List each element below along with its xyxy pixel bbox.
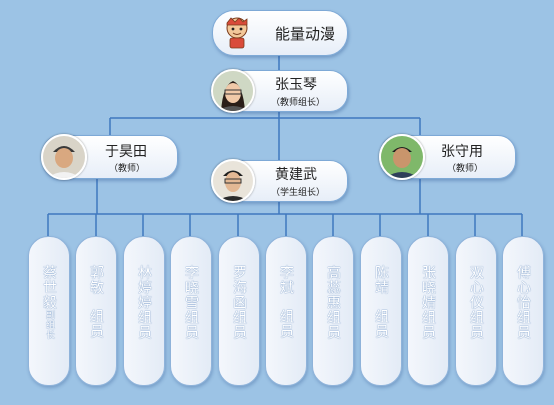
teacher-right-role: （教师） [447, 164, 484, 174]
teacher-left-role: （教师） [109, 164, 146, 174]
member-name: 林婷婷 [136, 265, 152, 310]
member-role: 组员 [420, 310, 436, 340]
avatar [379, 134, 425, 180]
member-card: 陈靖组员 [360, 236, 402, 386]
member-card: 傅心怡组员 [502, 236, 544, 386]
leader-box: 张玉琴 （教师组长） [211, 69, 348, 113]
member-name: 高蕊惠 [325, 265, 341, 310]
member-role: 组员 [373, 309, 389, 339]
avatar [41, 134, 87, 180]
member-card: 高蕊惠组员 [312, 236, 354, 386]
teacher-left-name: 于昊田 [105, 144, 147, 160]
member-name: 陈靖 [373, 265, 389, 295]
student-leader-name: 黄建武 [275, 167, 317, 183]
teacher-right-name: 张守用 [441, 144, 483, 160]
leader-role: （教师组长） [271, 98, 326, 108]
leader-name: 张玉琴 [275, 77, 317, 93]
member-card: 罗海函组员 [218, 236, 260, 386]
member-text: 双心仪组员 [456, 265, 496, 375]
mascot-icon [221, 15, 253, 49]
member-text: 郭敏组员 [76, 265, 116, 375]
avatar [211, 69, 255, 113]
member-role: 组员 [468, 310, 484, 340]
avatar [211, 159, 255, 203]
member-card: 郭敏组员 [75, 236, 117, 386]
member-role: 组员 [325, 310, 341, 340]
member-card: 林婷婷组员 [123, 236, 165, 386]
member-text: 林婷婷组员 [124, 265, 164, 375]
member-card: 张晓婧组员 [407, 236, 449, 386]
student-leader-role: （学生组长） [271, 188, 326, 198]
member-role: 副组长 [44, 310, 54, 340]
member-text: 蔡世毅副组长 [29, 265, 69, 375]
member-name: 蔡世毅 [41, 265, 57, 310]
project-title: 能量动漫 [275, 25, 336, 43]
member-text: 张晓婧组员 [408, 265, 448, 375]
member-role: 组员 [515, 310, 531, 340]
member-name: 傅心怡 [515, 265, 531, 310]
member-role: 组员 [88, 309, 104, 339]
teacher-right-box: 张守用 （教师） [379, 134, 516, 180]
member-name: 郭敏 [88, 265, 104, 295]
member-name: 李晓雪 [183, 265, 199, 310]
member-card: 李斌组员 [265, 236, 307, 386]
student-leader-box: 黄建武 （学生组长） [211, 159, 348, 203]
member-card: 双心仪组员 [455, 236, 497, 386]
member-text: 陈靖组员 [361, 265, 401, 375]
member-role: 组员 [278, 309, 294, 339]
member-card: 李晓雪组员 [170, 236, 212, 386]
member-name: 张晓婧 [420, 265, 436, 310]
member-text: 李晓雪组员 [171, 265, 211, 375]
member-text: 傅心怡组员 [503, 265, 543, 375]
member-role: 组员 [183, 310, 199, 340]
member-text: 高蕊惠组员 [313, 265, 353, 375]
member-name: 双心仪 [468, 265, 484, 310]
member-role: 组员 [231, 310, 247, 340]
member-role: 组员 [136, 310, 152, 340]
member-name: 李斌 [278, 265, 294, 295]
member-card: 蔡世毅副组长 [28, 236, 70, 386]
title-box: 能量动漫 [212, 10, 348, 56]
member-text: 李斌组员 [266, 265, 306, 375]
member-name: 罗海函 [231, 265, 247, 310]
teacher-left-box: 于昊田 （教师） [41, 134, 178, 180]
member-text: 罗海函组员 [219, 265, 259, 375]
